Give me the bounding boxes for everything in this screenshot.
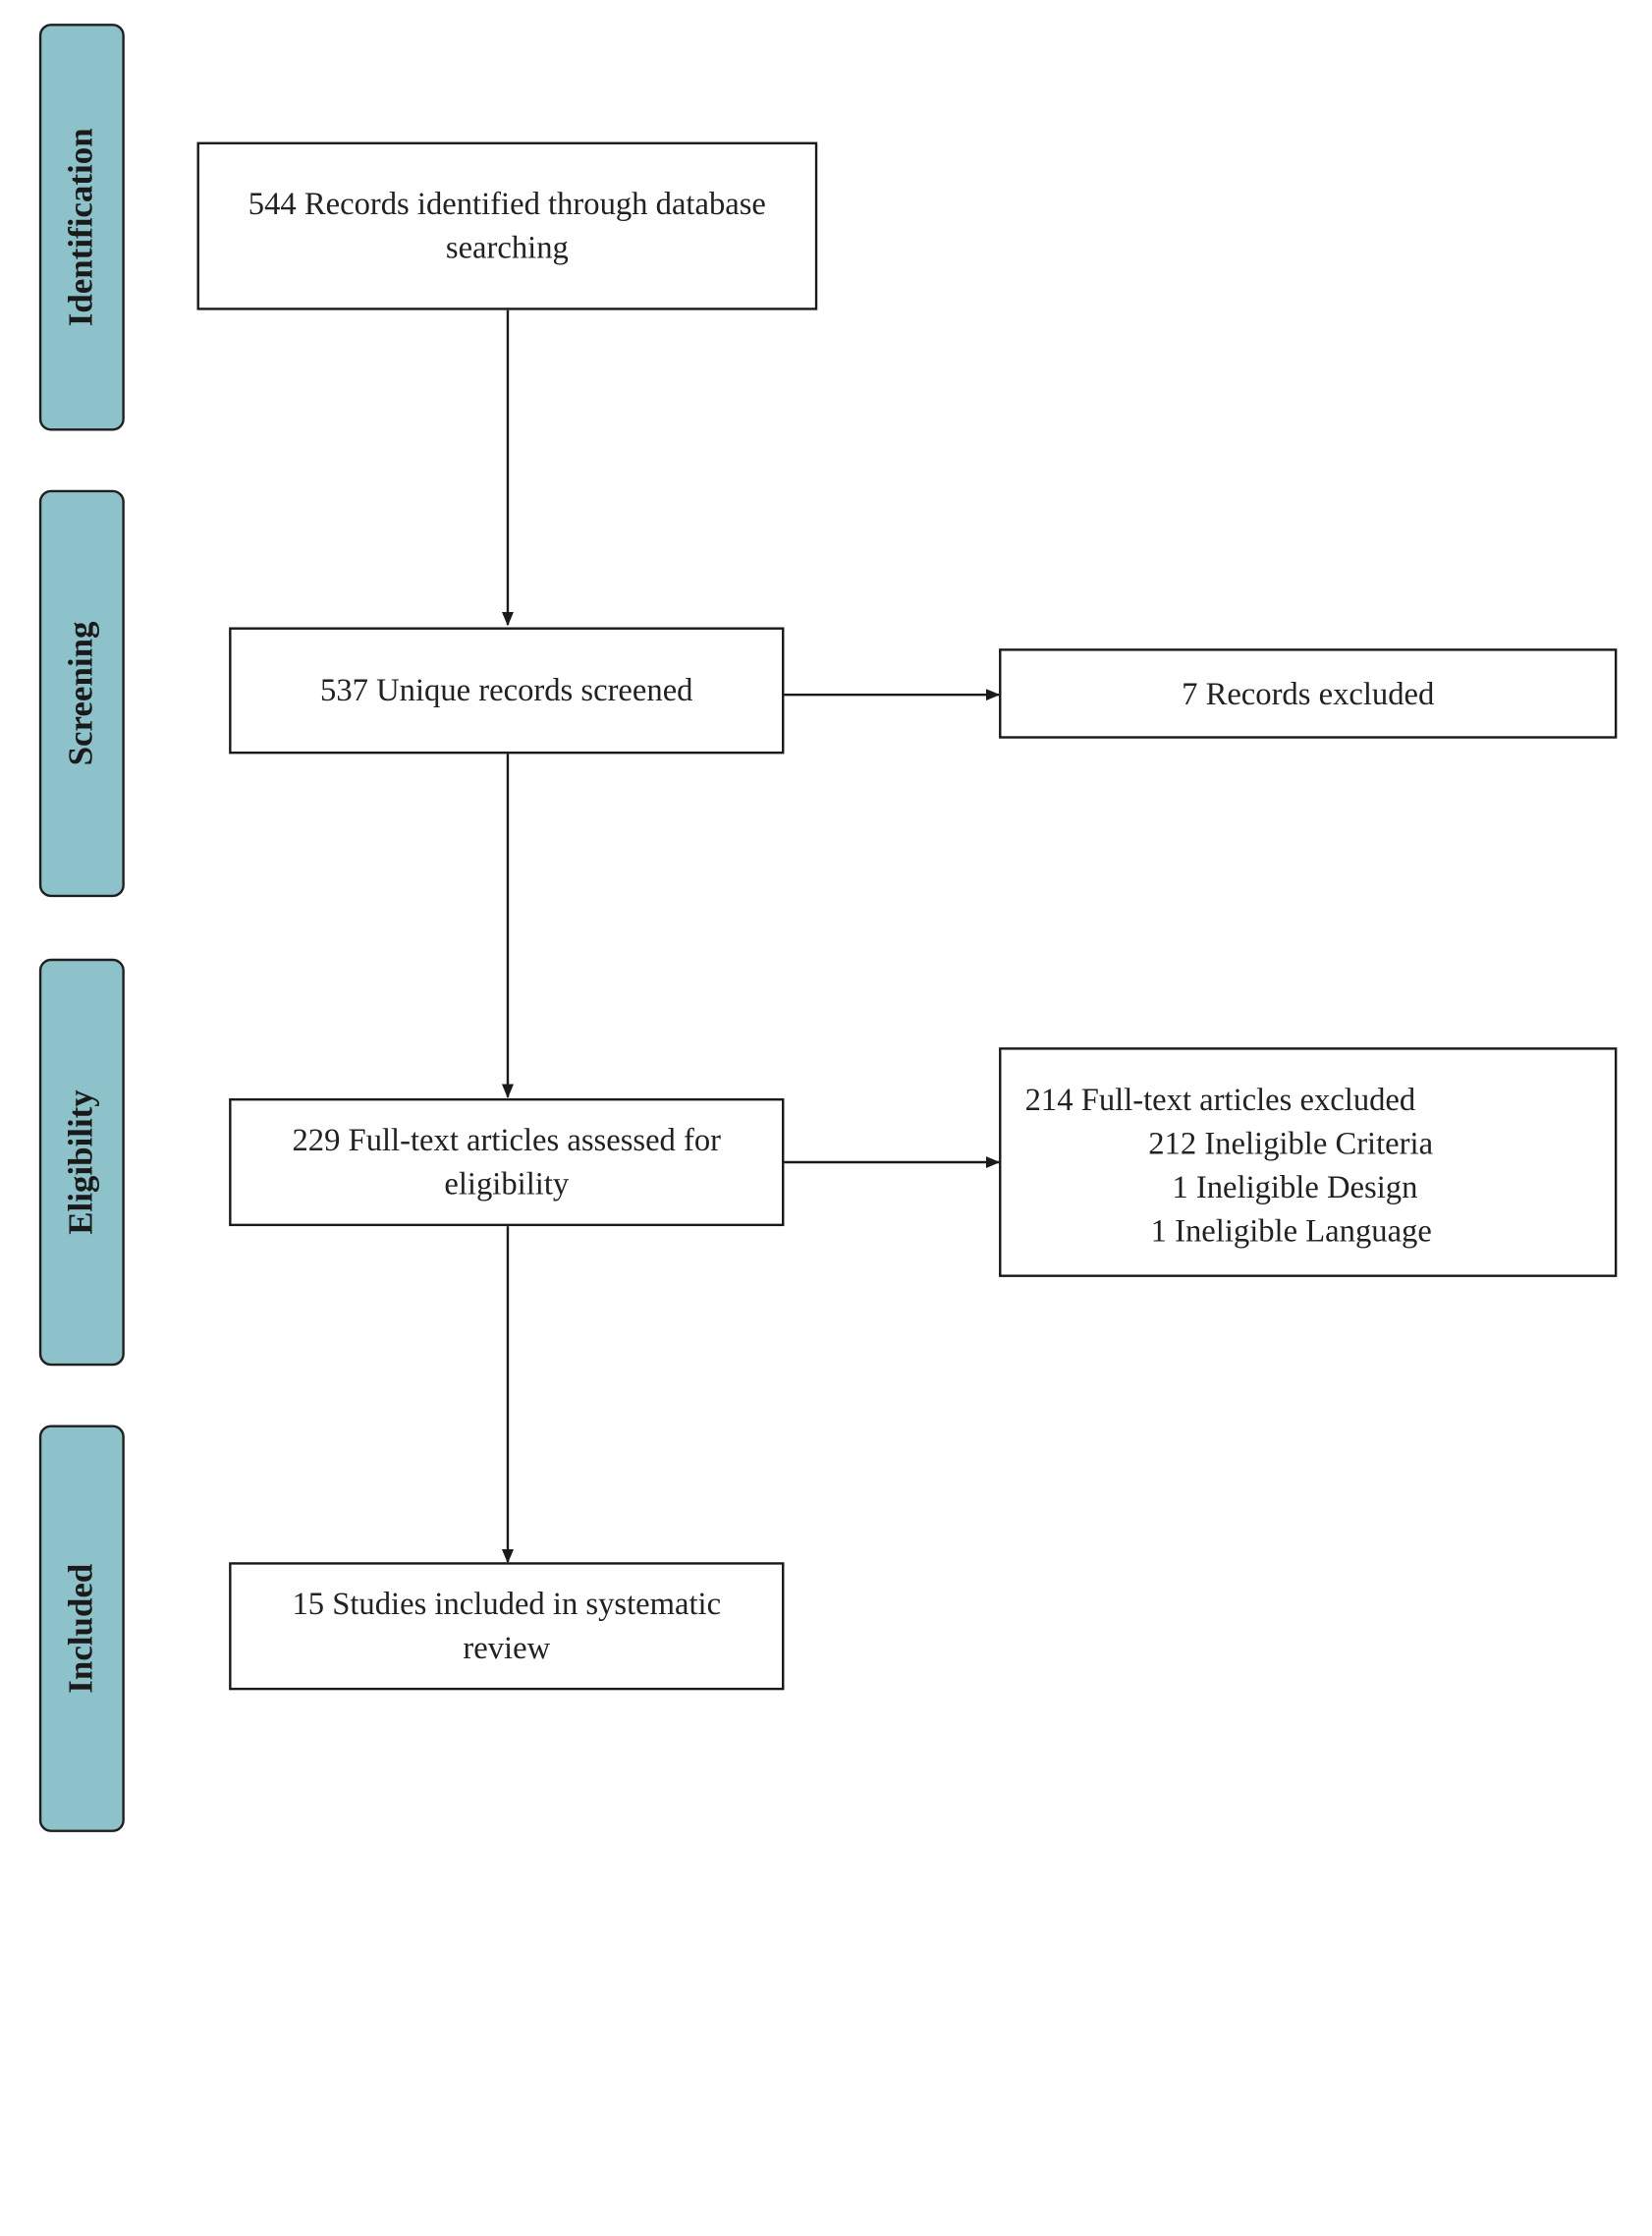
fulltext-assessed-text: 229 Full-text articles assessed for elig… — [292, 1122, 722, 1202]
fulltext-excluded-box: 214 Full-text articles excluded 212 Inel… — [999, 1047, 1618, 1277]
phase-identification: Identification — [38, 24, 125, 431]
exclusion-reason-design: 1 Ineligible Design — [1172, 1169, 1418, 1205]
flow-connectors — [501, 309, 1001, 1564]
studies-included-text: 15 Studies included in systematic review — [292, 1586, 722, 1666]
exclusion-reason-language: 1 Ineligible Language — [1150, 1212, 1432, 1249]
records-screened-text: 537 Unique records screened — [320, 672, 693, 708]
records-excluded-box: 7 Records excluded — [999, 648, 1618, 739]
records-excluded-text: 7 Records excluded — [1182, 675, 1435, 711]
records-identified-text: 544 Records identified through database … — [248, 186, 766, 265]
fulltext-assessed-box: 229 Full-text articles assessed for elig… — [229, 1097, 785, 1227]
records-identified-box: 544 Records identified through database … — [196, 141, 818, 310]
phase-screening: Screening — [38, 489, 125, 898]
studies-included-box: 15 Studies included in systematic review — [229, 1562, 785, 1691]
records-screened-box: 537 Unique records screened — [229, 627, 785, 755]
phase-included: Included — [38, 1425, 125, 1832]
exclusion-reason-criteria: 212 Ineligible Criteria — [1148, 1125, 1434, 1161]
fulltext-excluded-heading: 214 Full-text articles excluded — [1024, 1082, 1416, 1118]
phase-eligibility: Eligibility — [38, 958, 125, 1367]
